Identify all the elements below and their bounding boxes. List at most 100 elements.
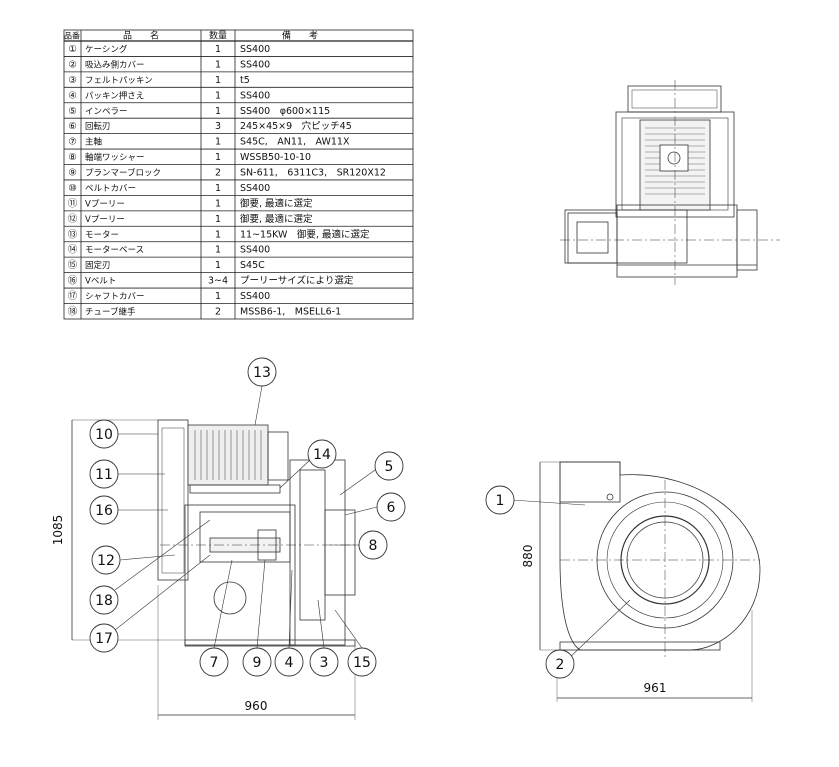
row-name: 吸込み側カバー	[85, 59, 145, 70]
fan-casing	[289, 459, 346, 646]
callout-bubble: 12	[91, 545, 121, 575]
row-no: ①	[68, 44, 77, 55]
callout-number: 6	[387, 500, 396, 516]
callout-number: 13	[253, 365, 271, 381]
callout-number: 4	[285, 655, 294, 671]
header-no: 品番	[64, 31, 80, 41]
row-no: ⑨	[68, 168, 77, 179]
row-name: ケーシング	[85, 44, 128, 55]
table-frame	[63, 29, 414, 320]
row-note: SS400	[240, 183, 270, 194]
row-qty: 1	[215, 137, 221, 148]
callout-bubble: 3	[309, 647, 339, 677]
row-qty: 3~4	[208, 276, 228, 287]
row-name: 固定刃	[85, 260, 111, 271]
callout-number: 7	[210, 655, 219, 671]
row-name: プランマーブロック	[85, 168, 161, 179]
row-name: シャフトカバー	[85, 292, 145, 302]
callout-number: 17	[95, 631, 113, 647]
top-terminal-box	[659, 144, 689, 172]
row-note: SS400	[240, 245, 270, 256]
dim-front-width-label: 961	[644, 681, 667, 695]
callout-number: 18	[95, 593, 113, 609]
row-name: ベルトカバー	[85, 184, 136, 194]
callout-number: 1	[496, 493, 505, 509]
header-note: 備 考	[282, 30, 318, 42]
callout-number: 11	[95, 467, 113, 483]
row-qty: 1	[215, 152, 221, 163]
top-view	[560, 80, 780, 285]
row-qty: 1	[215, 291, 221, 302]
row-note: t5	[240, 75, 250, 86]
front-view	[511, 461, 761, 702]
row-note: SS400	[240, 291, 270, 302]
row-note: 御要, 最適に選定	[240, 213, 313, 225]
row-qty: 1	[215, 183, 221, 194]
row-no: ⑤	[68, 106, 77, 117]
row-note: SS400 φ600×115	[240, 106, 330, 117]
row-name: 回転刃	[85, 122, 111, 132]
table-row: ⑭ モーターベース 1 SS400	[68, 245, 270, 256]
side-view	[71, 385, 378, 720]
dim-width-label: 960	[245, 699, 268, 713]
callout-bubble: 18	[89, 585, 119, 615]
row-no: ⑦	[68, 137, 77, 148]
table-row: ⑦ 主軸 1 S45C, AN11, AW11X	[68, 137, 350, 148]
row-name: 主軸	[85, 137, 102, 148]
callout-bubble: 2	[545, 649, 575, 679]
callout-bubble: 4	[274, 647, 304, 677]
callout-bubble: 11	[89, 459, 119, 489]
callout-number: 2	[556, 657, 565, 673]
callout-bubble: 17	[89, 623, 119, 653]
callout-bubble: 7	[199, 647, 229, 677]
row-no: ⑥	[68, 121, 77, 132]
row-no: ⑭	[68, 245, 78, 256]
row-note: S45C	[240, 260, 265, 271]
row-no: ③	[68, 75, 77, 86]
row-qty: 1	[215, 75, 221, 86]
top-casing	[616, 204, 738, 278]
row-note: WSSB50-10-10	[240, 152, 311, 163]
row-note: SS400	[240, 90, 270, 101]
row-qty: 1	[215, 214, 221, 225]
row-note: プーリーサイズにより選定	[240, 275, 354, 287]
motor-base	[189, 484, 281, 494]
callout-bubble: 16	[89, 495, 119, 525]
row-qty: 1	[215, 245, 221, 256]
row-note: SS400	[240, 59, 270, 70]
shaft-cover	[199, 511, 291, 563]
top-inlet-duct	[564, 209, 688, 264]
row-no: ⑬	[68, 229, 78, 240]
row-note: S45C, AN11, AW11X	[240, 137, 350, 148]
row-qty: 2	[215, 168, 221, 179]
row-qty: 1	[215, 44, 221, 55]
callout-bubble: 6	[376, 492, 406, 522]
base-plate	[184, 639, 356, 647]
row-qty: 2	[215, 306, 221, 317]
row-no: ④	[68, 90, 77, 101]
row-qty: 1	[215, 198, 221, 209]
callout-number: 9	[253, 655, 262, 671]
row-name: モーター	[85, 230, 119, 240]
inlet-flange	[324, 509, 356, 596]
row-qty: 1	[215, 260, 221, 271]
row-note: SN-611, 6311C3, SR120X12	[240, 168, 386, 179]
scroll-casing	[559, 461, 761, 651]
row-qty: 1	[215, 59, 221, 70]
table-row: ⑨ プランマーブロック 2 SN-611, 6311C3, SR120X12	[68, 168, 386, 179]
row-qty: 1	[215, 90, 221, 101]
row-name: モーターベース	[85, 246, 144, 256]
callout-bubble: 14	[307, 439, 337, 469]
